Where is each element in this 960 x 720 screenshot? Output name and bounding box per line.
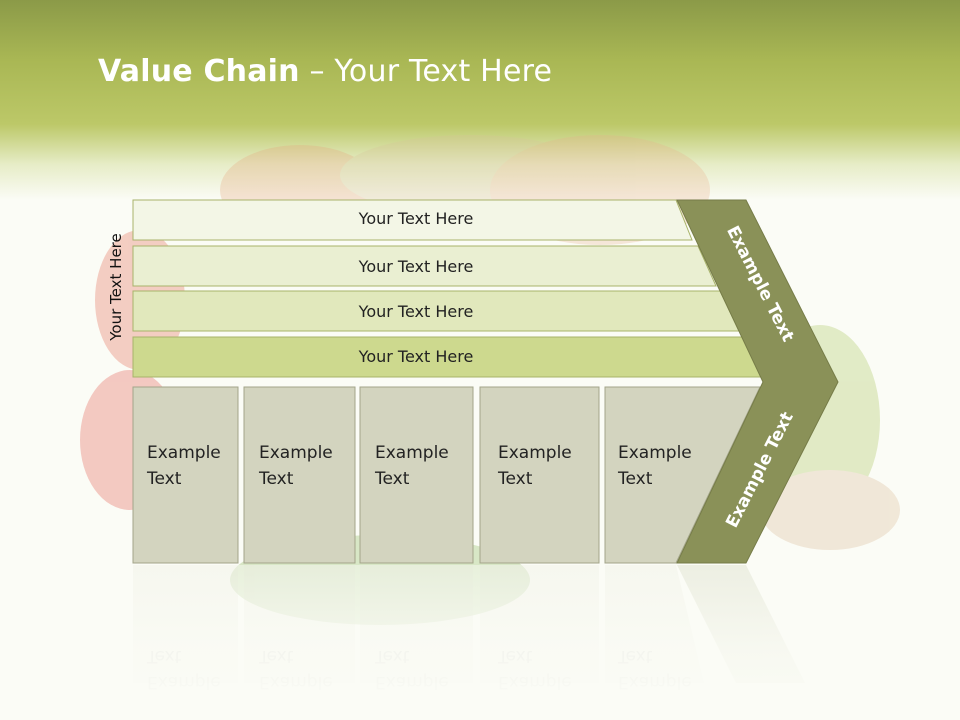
primary-box-5-line2: Text — [618, 469, 653, 489]
primary-box-1-label: Example Text — [147, 440, 221, 492]
support-row-2 — [132, 245, 717, 287]
primary-box-5 — [604, 386, 761, 564]
primary-box-5-label: Example Text — [618, 440, 692, 492]
primary-box-2-label: Example Text — [259, 440, 333, 492]
primary-box-5-line1: Example — [618, 443, 692, 463]
support-row-3-label: Your Text Here — [358, 302, 474, 321]
primary-box-1 — [132, 386, 239, 564]
primary-box-3-line1: Example — [375, 443, 449, 463]
primary-box-4-label: Example Text — [498, 440, 572, 492]
support-row-1-label: Your Text Here — [358, 209, 474, 228]
support-row-2-label: Your Text Here — [358, 257, 474, 276]
primary-box-2-line1: Example — [259, 443, 333, 463]
title-rest: – Your Text Here — [299, 54, 553, 89]
primary-box-3 — [359, 386, 474, 564]
primary-box-1-line2: Text — [147, 469, 182, 489]
slide-title: Value Chain – Your Text Here — [98, 54, 552, 89]
reflection-fade — [0, 565, 960, 720]
primary-box-2-line2: Text — [259, 469, 294, 489]
primary-box-4 — [479, 386, 600, 564]
title-bold: Value Chain — [98, 54, 300, 89]
margin-chevron-arrow — [676, 199, 839, 564]
header-band — [0, 0, 960, 200]
primary-box-4-line1: Example — [498, 443, 572, 463]
primary-box-2 — [243, 386, 356, 564]
primary-box-1-line1: Example — [147, 443, 221, 463]
primary-box-3-line2: Text — [375, 469, 410, 489]
support-row-4-label: Your Text Here — [358, 347, 474, 366]
primary-box-4-line2: Text — [498, 469, 533, 489]
primary-box-3-label: Example Text — [375, 440, 449, 492]
support-row-1 — [132, 199, 693, 241]
